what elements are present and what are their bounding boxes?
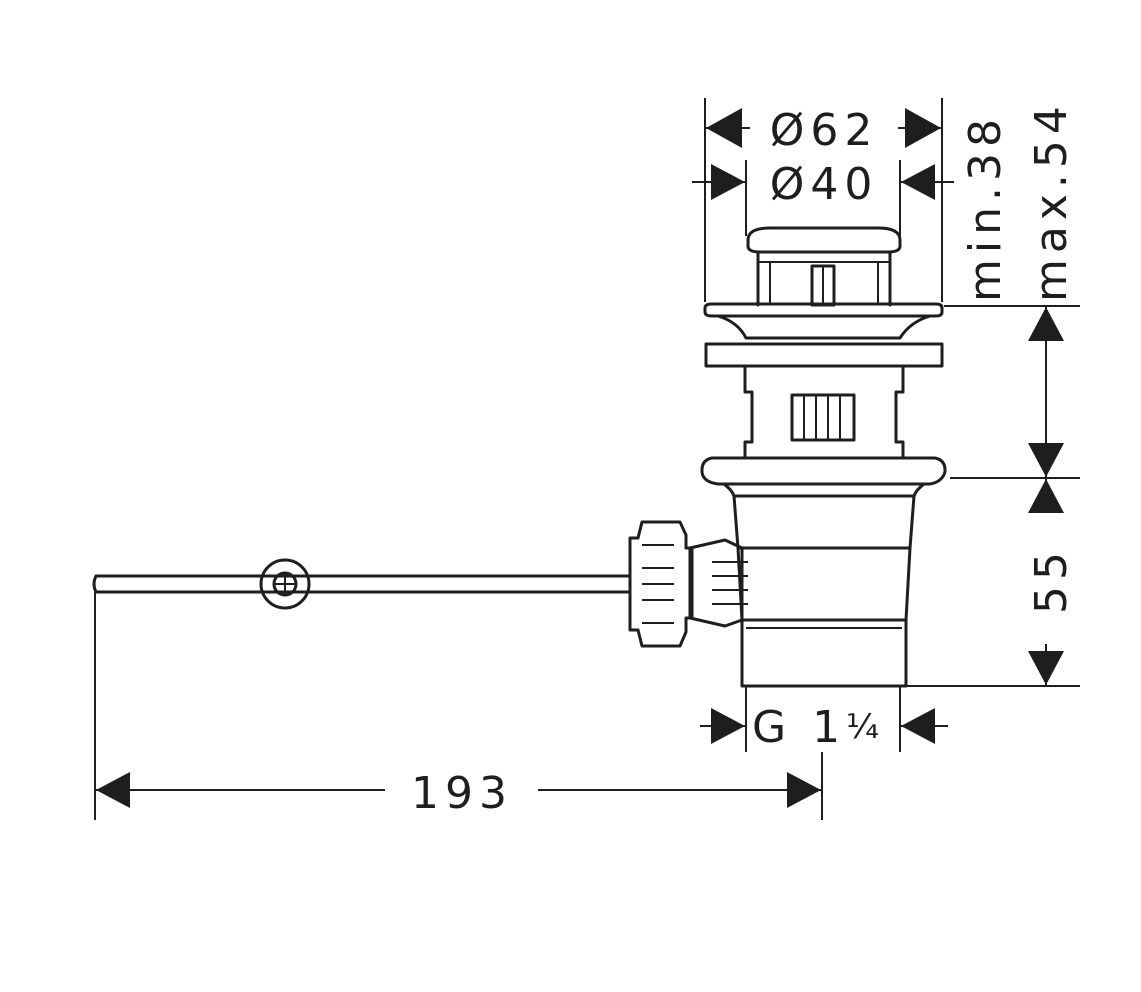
lower-nut <box>700 456 947 498</box>
dim-rod-length-label: 193 <box>411 768 513 819</box>
main-body <box>732 494 916 688</box>
dim-thread: G 1 ¼ <box>700 686 948 753</box>
plug-head <box>746 226 902 307</box>
dim-outer-diameter: Ø62 <box>704 98 943 302</box>
dim-thread-fraction: ¼ <box>846 707 879 747</box>
top-flange <box>703 302 944 340</box>
dim-outer-diameter-label: Ø62 <box>770 105 879 156</box>
dim-inner-diameter: Ø40 <box>692 159 954 236</box>
middle-body <box>743 364 905 460</box>
dim-rod-length: 193 <box>94 592 823 820</box>
dim-body-height: 55 <box>906 305 1080 687</box>
drain-assembly <box>92 226 947 688</box>
rod-knob <box>259 558 311 610</box>
dimension-lines: Ø62 Ø40 min.38 max.54 55 <box>94 98 1080 820</box>
dim-body-height-label: 55 <box>1026 546 1077 614</box>
washer <box>704 342 944 368</box>
dim-inner-diameter-label: Ø40 <box>770 159 879 210</box>
dim-thread-label: G 1 <box>752 702 846 753</box>
dim-max-height-label: max.54 <box>1026 100 1077 302</box>
dim-min-height-label: min.38 <box>960 113 1011 302</box>
side-connector <box>628 520 748 648</box>
pull-rod <box>92 558 632 610</box>
